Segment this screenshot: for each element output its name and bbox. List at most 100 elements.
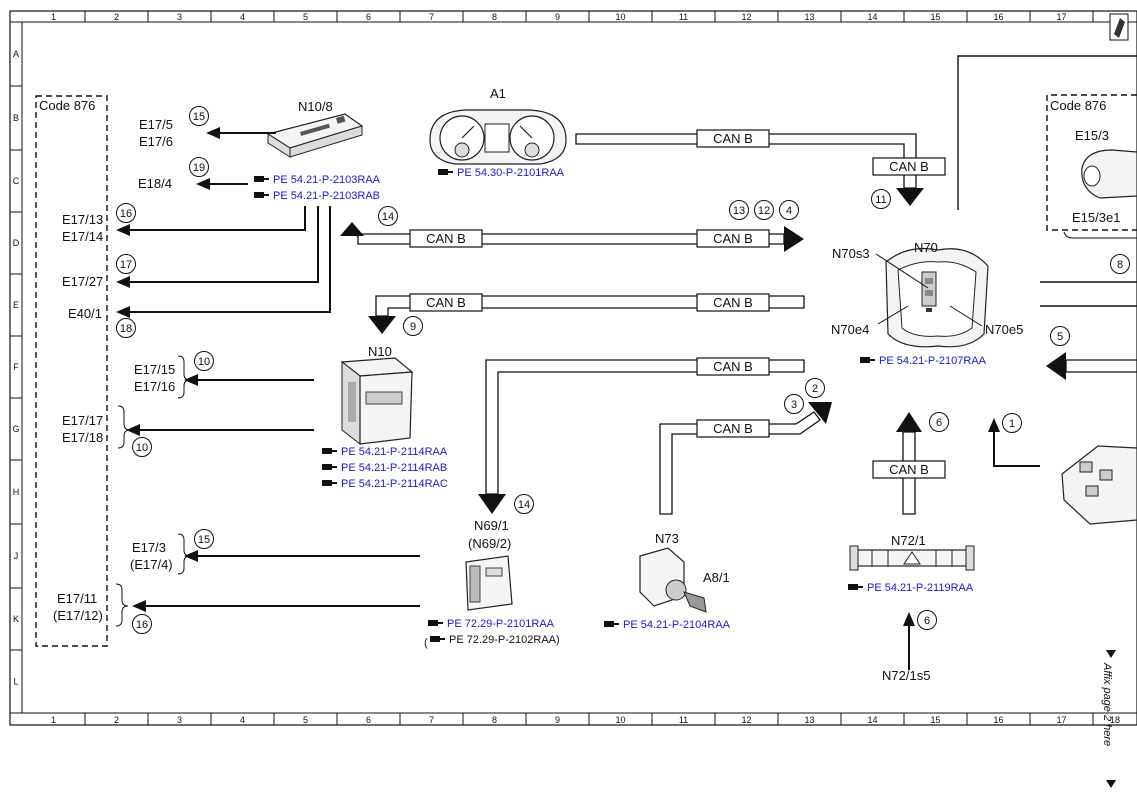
callout-circle bbox=[116, 318, 136, 338]
load-e17-18: E17/18 bbox=[62, 430, 103, 445]
callout-number: 8 bbox=[1117, 259, 1123, 271]
callout-circle bbox=[116, 254, 136, 274]
column-label-top: 7 bbox=[429, 12, 434, 22]
can-b-label: CAN B bbox=[889, 159, 929, 174]
row-label: H bbox=[13, 487, 20, 497]
callout-circle bbox=[194, 351, 214, 371]
column-label-bottom: 12 bbox=[741, 715, 751, 725]
wire-to-e40-1 bbox=[130, 206, 331, 313]
callout-c5: 5 bbox=[1050, 326, 1070, 346]
callout-c3: 3 bbox=[784, 394, 804, 414]
reference-r-n69-b[interactable]: PE 72.29-P-2102RAA) bbox=[430, 634, 560, 646]
reference-r-n70[interactable]: PE 54.21-P-2107RAA bbox=[860, 355, 987, 367]
reference-r-a1[interactable]: PE 54.30-P-2101RAA bbox=[438, 167, 565, 179]
load-e17-3: E17/3 bbox=[132, 540, 166, 555]
load-e17-11: E17/11 bbox=[57, 591, 97, 606]
a1-label: A1 bbox=[490, 86, 506, 101]
document-references: PE 54.30-P-2101RAA PE 54.21-P-2103RAA PE 5… bbox=[254, 167, 987, 646]
arrowhead-e17-27 bbox=[116, 276, 130, 288]
reference-r-n10-a[interactable]: PE 54.21-P-2114RAA bbox=[322, 446, 448, 458]
callout-number: 15 bbox=[198, 534, 210, 546]
column-label-top: 17 bbox=[1056, 12, 1066, 22]
row-label: E bbox=[13, 300, 19, 310]
can-bus-right-arrowhead bbox=[1046, 352, 1066, 380]
bracket-right bbox=[1063, 231, 1137, 239]
can-b-label: CAN B bbox=[889, 462, 929, 477]
column-label-bottom: 2 bbox=[114, 715, 119, 725]
corner-tab-icon bbox=[1109, 13, 1129, 41]
n73-ignition-switch-icon bbox=[639, 547, 707, 613]
e15-3e1-label: E15/3e1 bbox=[1072, 210, 1120, 225]
side-note-arrow-bottom bbox=[1106, 780, 1116, 788]
callout-number: 16 bbox=[136, 619, 148, 631]
code-876-group-left bbox=[35, 95, 108, 647]
right-edge-module-icon bbox=[1061, 445, 1137, 525]
arrowhead-e40-1 bbox=[116, 306, 130, 318]
callout-c11: 11 bbox=[871, 189, 891, 209]
row-label: J bbox=[14, 551, 19, 561]
arrowhead-e17-5 bbox=[206, 127, 220, 139]
callout-circle bbox=[1002, 413, 1022, 433]
column-label-bottom: 11 bbox=[679, 715, 688, 725]
a8-1-label: A8/1 bbox=[703, 570, 730, 585]
reference-r-n10-c[interactable]: PE 54.21-P-2114RAC bbox=[322, 478, 448, 490]
callout-circle bbox=[754, 200, 774, 220]
column-label-top: 2 bbox=[114, 12, 119, 22]
load-e17-27: E17/27 bbox=[62, 274, 103, 289]
arrowhead-e17-11 bbox=[132, 600, 146, 612]
label-braces bbox=[115, 355, 191, 627]
reference-r-n10-b[interactable]: PE 54.21-P-2114RAB bbox=[322, 462, 447, 474]
n10-8-label: N10/8 bbox=[298, 99, 333, 114]
column-label-top: 4 bbox=[240, 12, 245, 22]
code-876-label-right: Code 876 bbox=[1050, 98, 1106, 113]
row-label: B bbox=[13, 113, 19, 123]
callout-c15b: 15 bbox=[194, 529, 214, 549]
load-e17-12: (E17/12) bbox=[53, 608, 103, 623]
reference-r-n108-b[interactable]: PE 54.21-P-2103RAB bbox=[254, 190, 380, 202]
callout-number: 15 bbox=[193, 111, 205, 123]
callout-c9: 9 bbox=[403, 316, 423, 336]
reference-text: PE 54.30-P-2101RAA bbox=[457, 167, 565, 179]
column-label-top: 11 bbox=[679, 12, 688, 22]
n10-label: N10 bbox=[368, 344, 392, 359]
wire-to-e17-13 bbox=[130, 206, 306, 231]
pointing-hand-icon bbox=[322, 480, 337, 486]
reference-r-n72[interactable]: PE 54.21-P-2119RAA bbox=[848, 582, 974, 594]
callout-c13: 13 bbox=[729, 200, 749, 220]
can-b-box bbox=[409, 229, 483, 248]
column-label-top: 9 bbox=[555, 12, 560, 22]
callout-c14b: 14 bbox=[514, 494, 534, 514]
column-label-top: 6 bbox=[366, 12, 371, 22]
column-label-bottom: 16 bbox=[993, 715, 1003, 725]
callout-circle bbox=[929, 412, 949, 432]
callout-circle bbox=[403, 316, 423, 336]
callout-c6a: 6 bbox=[929, 412, 949, 432]
pointing-hand-icon bbox=[322, 448, 337, 454]
can-bus-right bbox=[1065, 359, 1137, 373]
reference-r-n73[interactable]: PE 54.21-P-2104RAA bbox=[604, 619, 731, 631]
wire-right-top bbox=[957, 55, 1137, 210]
load-e17-15: E17/15 bbox=[134, 362, 175, 377]
callout-number: 9 bbox=[410, 321, 416, 333]
callout-c1: 1 bbox=[1002, 413, 1022, 433]
callout-c18: 18 bbox=[116, 318, 136, 338]
callout-circle bbox=[189, 157, 209, 177]
pointing-hand-icon bbox=[254, 176, 269, 182]
load-e17-5: E17/5 bbox=[139, 117, 173, 132]
n69-1-label: N69/1 bbox=[474, 518, 509, 533]
wire-callout-1 bbox=[993, 432, 1040, 467]
pointing-hand-icon bbox=[428, 620, 443, 626]
reference-text: PE 72.29-P-2102RAA) bbox=[449, 634, 560, 646]
can-b-label: CAN B bbox=[426, 295, 466, 310]
callout-c10a: 10 bbox=[194, 351, 214, 371]
reference-r-n108-a[interactable]: PE 54.21-P-2103RAA bbox=[254, 174, 381, 186]
can-b-box bbox=[696, 229, 770, 248]
callout-circle bbox=[784, 394, 804, 414]
callout-c12: 12 bbox=[754, 200, 774, 220]
reference-r-n69-a[interactable]: PE 72.29-P-2101RAA bbox=[428, 618, 555, 630]
callout-circle bbox=[378, 206, 398, 226]
column-label-bottom: 14 bbox=[867, 715, 877, 725]
